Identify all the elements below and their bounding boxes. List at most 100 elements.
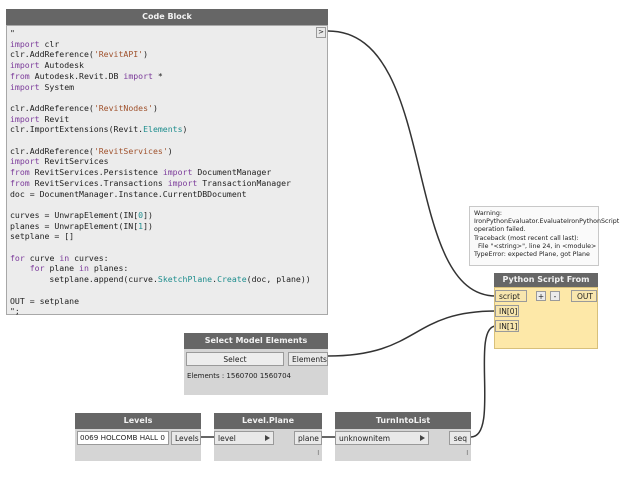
lacing-indicator[interactable]: l [466,450,468,457]
add-input-button[interactable]: + [536,291,546,301]
code-token: "; [10,306,20,317]
code-token: in [59,252,70,263]
code-token: import [167,177,198,188]
code-token: RevitServices [39,156,109,167]
code-line [10,199,311,210]
code-token: import [10,113,40,124]
script-input-port[interactable]: script [495,290,527,302]
python-script-node[interactable]: Python Script From String script + - OUT… [494,273,598,349]
code-token: DocumentManager [192,167,272,178]
code-token: ) [167,145,173,156]
in1-input-port[interactable]: IN[1] [495,320,519,332]
warning-line: File "<string>", line 24, in <module> [474,242,597,250]
turn-into-list-title: TurnIntoList [375,416,431,425]
code-token: import [162,167,193,178]
code-block-title: Code Block [142,12,192,21]
plane-output-port[interactable]: plane [294,431,322,445]
turn-into-list-body[interactable]: unknownitem seq l [335,429,471,461]
remove-input-button[interactable]: - [550,291,560,301]
code-line: for curve in curves: [10,253,311,264]
code-token: doc = DocumentManager.Instance.CurrentDB… [10,188,247,199]
in0-input-port[interactable]: IN[0] [495,305,519,317]
code-line: OUT = setplane [10,296,311,307]
code-line: clr.AddReference('RevitServices') [10,146,311,157]
wire-code-to-script[interactable] [327,30,497,297]
wire-seq-to-in1[interactable] [470,325,497,438]
select-model-elements-header[interactable]: Select Model Elements [184,333,328,349]
code-token: for [10,252,25,263]
selection-value: Elements : 1560700 1560704 [187,372,292,380]
code-token: OUT = setplane [10,295,80,306]
code-token: Autodesk [39,60,84,71]
level-plane-body[interactable]: level plane l [214,429,322,461]
code-token: in [79,263,89,274]
code-token: (doc, plane)) [246,274,311,285]
code-line: clr.AddReference('RevitNodes') [10,103,311,114]
lacing-indicator[interactable]: l [317,450,319,457]
code-token: curves = UnwrapElement(IN[ [10,209,139,220]
warning-line: operation failed. [474,226,526,234]
code-token: clr.AddReference( [10,145,94,156]
warning-line: TypeError: expected Plane, got Plane [474,251,590,259]
code-token: from [10,167,30,178]
python-script-header[interactable]: Python Script From String [494,273,598,298]
levels-selected-value: 0069 HOLCOMB HALL 0 [80,433,165,442]
code-token: Autodesk.Revit.DB [29,70,124,81]
code-token: import [10,81,40,92]
code-line: import System [10,82,311,93]
code-line: from Autodesk.Revit.DB import * [10,71,311,82]
code-line: setplane.append(curve.SketchPlane.Create… [10,274,311,285]
code-token: plane [44,263,80,274]
levels-header[interactable]: Levels [75,413,201,429]
code-token: for [29,263,45,274]
code-line: planes = UnwrapElement(IN[1]) [10,221,311,232]
play-arrow-icon [265,435,270,441]
python-script-body[interactable]: script + - OUT IN[0] IN[1] [494,287,598,349]
code-token: from [10,177,30,188]
select-model-elements-body[interactable]: Select Elements Elements : 1560700 15607… [184,349,328,395]
code-token: " [10,28,15,38]
select-model-elements-node[interactable]: Select Model Elements Select Elements El… [184,333,328,395]
code-token: Revit [39,113,70,124]
out-output-port[interactable]: OUT [571,290,597,302]
elements-output-port[interactable]: Elements [288,352,328,366]
select-button[interactable]: Select [186,352,284,366]
level-plane-node[interactable]: Level.Plane level plane l [214,413,322,461]
code-token: import [10,60,40,71]
levels-dropdown[interactable]: 0069 HOLCOMB HALL 0 [77,431,169,445]
code-block-output-port[interactable]: > [316,27,326,38]
turn-into-list-node[interactable]: TurnIntoList unknownitem seq l [335,412,471,461]
code-token: 1 [138,220,144,231]
code-line: clr.ImportExtensions(Revit.Elements) [10,124,311,135]
code-line: curves = UnwrapElement(IN[0]) [10,210,311,221]
unknownitem-input-port[interactable]: unknownitem [335,431,429,445]
code-token: System [39,81,75,92]
seq-output-port[interactable]: seq [449,431,471,445]
wire-elements-to-in0[interactable] [327,310,497,357]
levels-output-port[interactable]: Levels [171,431,201,445]
code-token: 'RevitAPI' [93,49,144,60]
code-token: clr.AddReference( [10,49,94,60]
levels-node[interactable]: Levels 0069 HOLCOMB HALL 0 Levels [75,413,201,461]
level-input-port[interactable]: level [214,431,274,445]
code-block-header[interactable]: Code Block [6,9,328,25]
code-token: clr.ImportExtensions(Revit. [10,124,144,135]
code-token: setplane = [] [10,231,75,242]
code-token: ]) [143,209,153,220]
code-line: "; [10,306,311,317]
code-token: clr [39,38,60,49]
level-plane-header[interactable]: Level.Plane [214,413,322,429]
code-token: 'RevitServices' [93,145,168,156]
code-token: ) [152,102,158,113]
code-line: import Revit [10,114,311,125]
turn-into-list-header[interactable]: TurnIntoList [335,412,471,429]
levels-body[interactable]: 0069 HOLCOMB HALL 0 Levels [75,429,201,461]
code-token: clr.AddReference( [10,102,94,113]
code-token: curve [24,252,60,263]
code-line: import RevitServices [10,156,311,167]
code-line [10,135,311,146]
